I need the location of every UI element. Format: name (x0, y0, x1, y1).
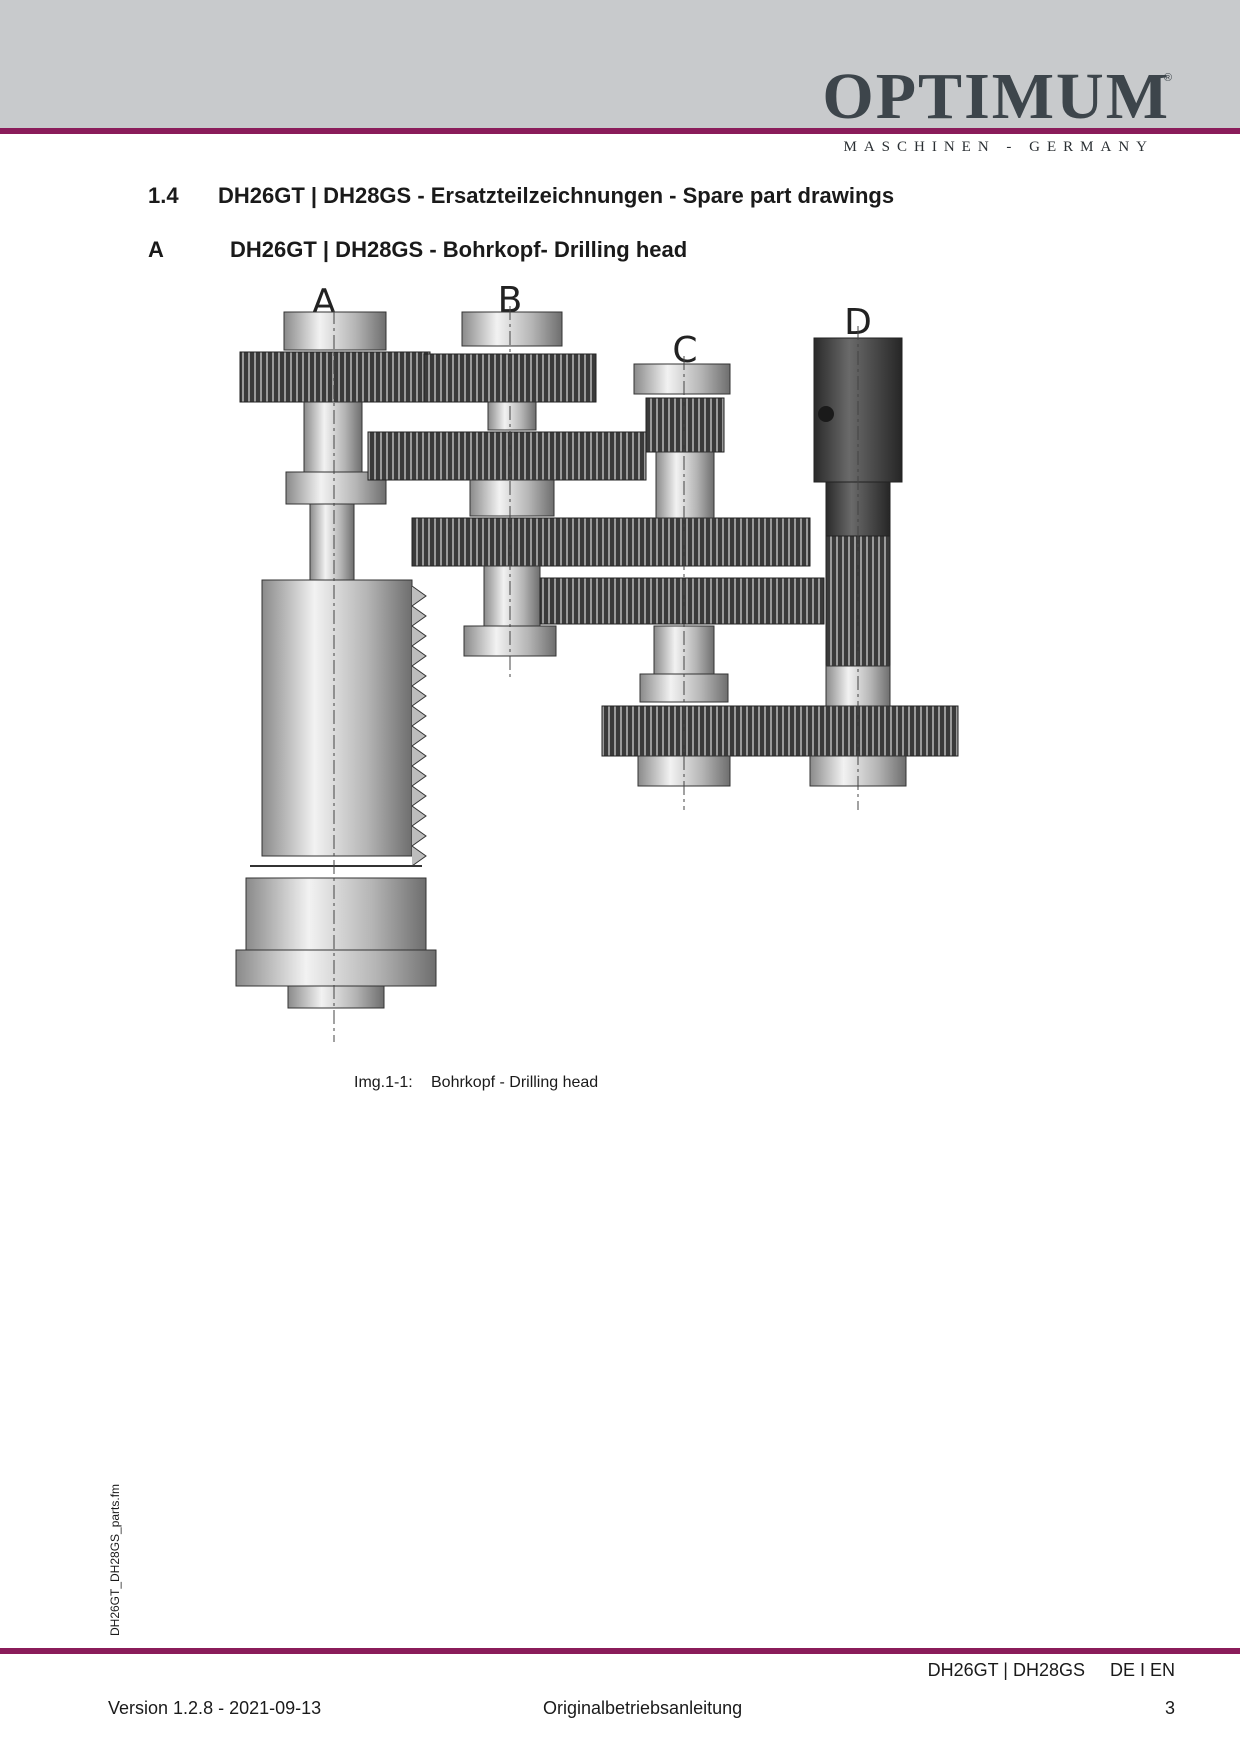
section-heading: 1.4 DH26GT | DH28GS - Ersatzteilzeichnung… (148, 183, 894, 209)
brand-logo: OPTIMUM (822, 60, 1170, 133)
brand-tagline: MASCHINEN - GERMANY (843, 139, 1154, 155)
shaft-b (367, 306, 811, 680)
footer-version: Version 1.2.8 - 2021-09-13 (108, 1698, 322, 1718)
footer-document-type: Originalbetriebsanleitung (543, 1698, 743, 1718)
header-band (0, 0, 1240, 128)
subsection-heading: A DH26GT | DH28GS - Bohrkopf- Drilling he… (148, 237, 687, 263)
shaft-c (539, 356, 959, 810)
drilling-head-drawing: A B C D (235, 280, 959, 1042)
caption-text: Bohrkopf - Drilling head (431, 1074, 599, 1091)
subsection-number: A (148, 237, 164, 262)
source-file-note: DH26GT_DH28GS_parts.fm (108, 1483, 122, 1636)
subsection-title: DH26GT | DH28GS - Bohrkopf- Drilling hea… (230, 237, 688, 262)
footer-languages: DE I EN (1109, 1660, 1175, 1680)
page-number: 3 (1164, 1698, 1175, 1718)
footer-rule (0, 1648, 1240, 1654)
caption-label: Img.1-1: (354, 1074, 413, 1091)
header-rule (0, 128, 1240, 134)
section-title: DH26GT | DH28GS - Ersatzteilzeichnungen … (218, 183, 895, 208)
shaft-a (235, 310, 437, 1042)
section-number: 1.4 (148, 183, 179, 208)
footer-model: DH26GT | DH28GS (927, 1660, 1085, 1680)
figure-caption: Img.1-1: Bohrkopf - Drilling head (354, 1074, 598, 1092)
registered-mark: ® (1163, 72, 1172, 84)
shaft-d (809, 326, 907, 810)
